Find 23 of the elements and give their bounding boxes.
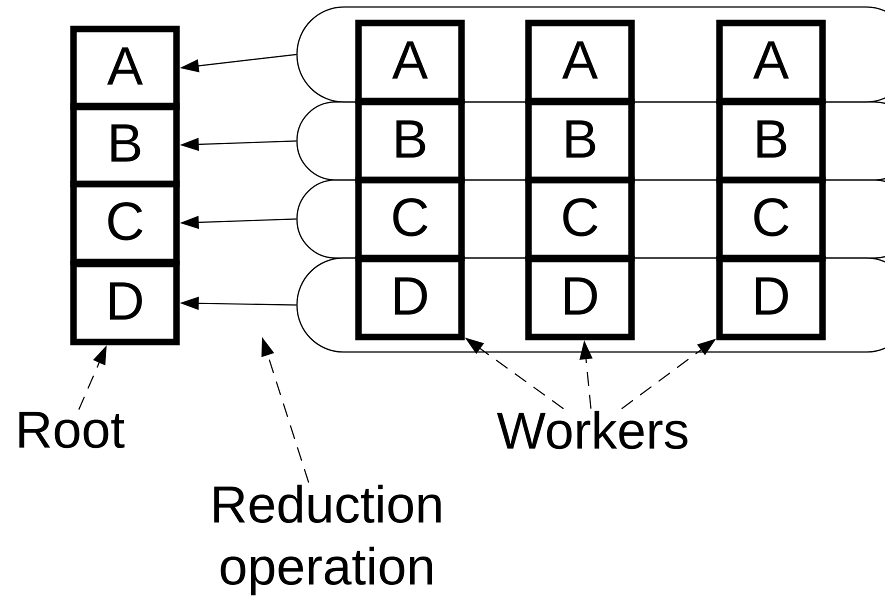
data-cell: D (716, 256, 826, 340)
data-cell: A (525, 20, 635, 104)
data-cell: C (70, 180, 180, 266)
data-cell: C (525, 176, 635, 262)
data-cell: A (355, 20, 465, 104)
rounded-band (296, 101, 885, 181)
data-cell: B (716, 98, 826, 184)
data-cell: C (716, 176, 826, 262)
data-cell: B (525, 98, 635, 184)
data-cell: D (355, 256, 465, 340)
data-cell: D (70, 260, 180, 346)
callout-text: Root (19, 412, 125, 448)
data-cell: B (355, 98, 465, 184)
data-cell: B (70, 102, 180, 188)
rounded-band (296, 257, 885, 353)
callout-text: Workers (496, 410, 688, 450)
callout-text: Reduction operation (214, 484, 441, 596)
rounded-band (296, 179, 885, 259)
rounded-band (296, 6, 885, 103)
data-cell: A (70, 26, 180, 110)
data-cell: A (716, 20, 826, 104)
data-cell: D (525, 256, 635, 340)
data-cell: C (355, 176, 465, 262)
